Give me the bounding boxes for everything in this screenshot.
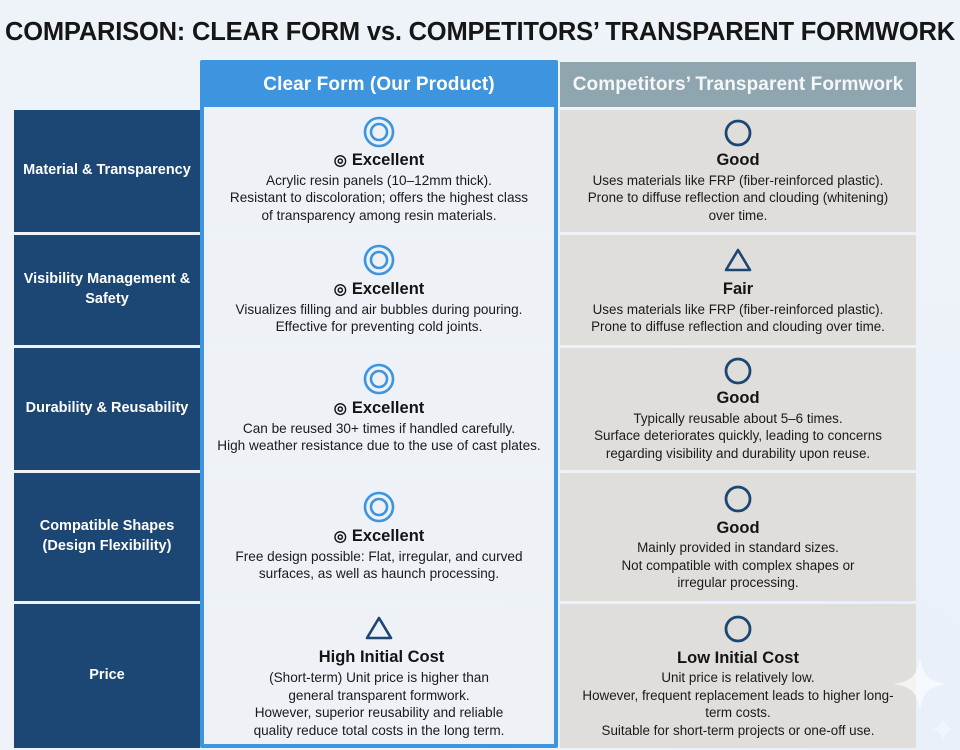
rating-theirs-2-label: Good [716, 389, 760, 408]
double-circle-icon [362, 489, 396, 525]
rating-theirs-4: Low Initial Cost [677, 648, 799, 669]
desc-ours-0: Acrylic resin panels (10–12mm thick). Re… [229, 172, 529, 224]
cell-theirs-3: Good Mainly provided in standard sizes. … [560, 473, 916, 601]
rating-theirs-3-label: Good [716, 518, 760, 537]
rating-theirs-4-label: Low Initial Cost [677, 648, 799, 667]
double-circle-icon [362, 361, 396, 397]
rating-ours-1: ◎ Excellent [334, 279, 425, 300]
cell-theirs-1: Fair Uses materials like FRP (fiber-rein… [560, 235, 916, 345]
cell-theirs-4: Low Initial Cost Unit price is relativel… [560, 604, 916, 748]
desc-ours-3: Free design possible: Flat, irregular, a… [235, 548, 523, 582]
desc-theirs-0: Uses materials like FRP (fiber-reinforce… [587, 172, 889, 223]
row-label-4: Price [14, 604, 200, 748]
rating-theirs-3: Good [716, 518, 759, 539]
triangle-icon [363, 610, 395, 646]
desc-theirs-2: Typically reusable about 5–6 times. Surf… [594, 410, 882, 461]
cell-theirs-2: Good Typically reusable about 5–6 times.… [560, 348, 916, 470]
column-header-competitors: Competitors’ Transparent Formwork [560, 62, 916, 107]
column-header-clear-form: Clear Form (Our Product) [202, 62, 556, 107]
cell-theirs-0: Good Uses materials like FRP (fiber-rein… [560, 110, 916, 232]
rating-theirs-2: Good [716, 388, 759, 409]
double-circle-icon [362, 242, 396, 278]
rating-theirs-0-label: Good [716, 151, 760, 170]
rating-mark-icon: ◎ [333, 399, 347, 417]
circle-icon [722, 354, 754, 387]
desc-theirs-3: Mainly provided in standard sizes. Not c… [621, 540, 855, 591]
row-label-2: Durability & Reusability [14, 348, 200, 470]
rating-theirs-1: Fair [723, 279, 753, 300]
rating-ours-4: High Initial Cost [314, 647, 445, 668]
cell-ours-4: High Initial Cost (Short-term) Unit pric… [204, 604, 554, 748]
rating-ours-3-label: Excellent [351, 527, 425, 546]
circle-icon [722, 481, 754, 517]
rating-theirs-1-label: Fair [722, 280, 754, 299]
rating-mark-icon: ◎ [333, 152, 347, 169]
double-circle-icon [362, 115, 396, 149]
rating-ours-2-label: Excellent [351, 399, 425, 418]
rating-ours-4-label: High Initial Cost [318, 648, 445, 667]
cell-ours-1: ◎ Excellent Visualizes filling and air b… [204, 235, 554, 345]
rating-ours-3: ◎ Excellent [334, 526, 425, 547]
cell-ours-0: ◎ Excellent Acrylic resin panels (10–12m… [204, 110, 554, 232]
circle-icon [722, 611, 754, 647]
table-row: Price High Initial Cost (Short-term) Uni… [0, 604, 960, 748]
rating-ours-0: ◎ Excellent [334, 150, 425, 171]
rating-mark-icon: ◎ [333, 527, 347, 545]
desc-ours-2: Can be reused 30+ times if handled caref… [217, 420, 541, 454]
table-row: Visibility Management & Safety ◎ Excelle… [0, 235, 960, 345]
desc-ours-4: (Short-term) Unit price is higher than g… [253, 669, 505, 738]
row-label-1: Visibility Management & Safety [14, 235, 200, 345]
rating-ours-0-label: Excellent [351, 151, 425, 170]
table-row: Durability & Reusability ◎ Excellent Can… [0, 348, 960, 470]
cell-ours-3: ◎ Excellent Free design possible: Flat, … [204, 473, 554, 601]
rating-ours-1-label: Excellent [351, 280, 425, 299]
circle-icon [722, 116, 754, 149]
desc-theirs-1: Uses materials like FRP (fiber-reinforce… [591, 301, 885, 335]
column-header-competitors-label: Competitors’ Transparent Formwork [572, 73, 904, 95]
rating-mark-icon: ◎ [333, 280, 347, 298]
cell-ours-2: ◎ Excellent Can be reused 30+ times if h… [204, 348, 554, 470]
desc-ours-1: Visualizes filling and air bubbles durin… [235, 301, 523, 335]
desc-theirs-4: Unit price is relatively low. However, f… [582, 670, 894, 738]
rating-theirs-0: Good [716, 150, 759, 171]
column-header-clear-form-label: Clear Form (Our Product) [263, 73, 495, 95]
row-label-3: Compatible Shapes (Design Flexibility) [14, 473, 200, 601]
triangle-icon [722, 242, 754, 278]
page-title: COMPARISON: CLEAR FORM vs. COMPETITORS’ … [5, 18, 955, 46]
table-row: Compatible Shapes (Design Flexibility) ◎… [0, 473, 960, 601]
rating-ours-2: ◎ Excellent [334, 398, 425, 419]
table-row: Material & Transparency ◎ Excellent Acry… [0, 110, 960, 232]
row-label-0: Material & Transparency [14, 110, 200, 232]
